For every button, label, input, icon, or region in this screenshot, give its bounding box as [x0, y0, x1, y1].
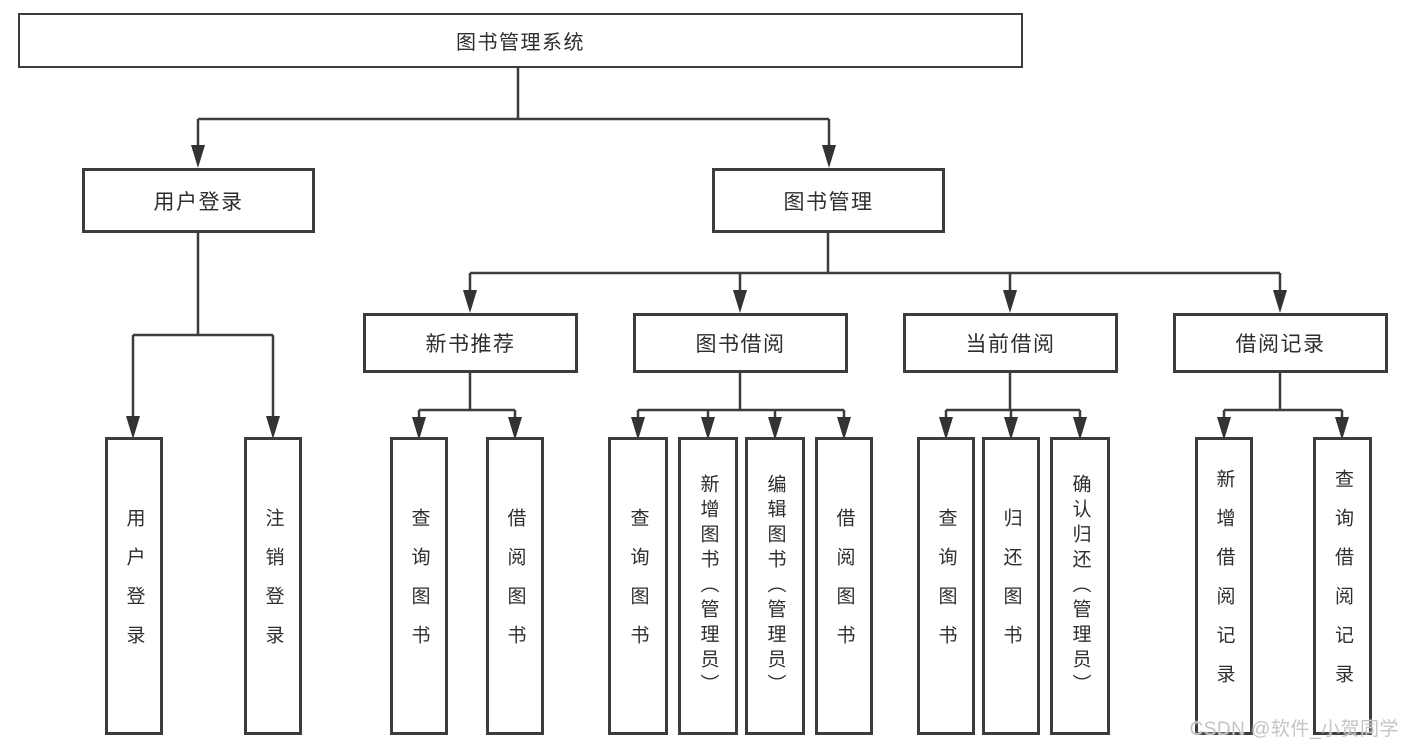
node-return-books: 归还图书 — [982, 437, 1040, 735]
node-borrow-books-recommend: 借阅图书 — [486, 437, 544, 735]
node-query-books-borrowing: 查询图书 — [608, 437, 668, 735]
node-query-books-current: 查询图书 — [917, 437, 975, 735]
node-user-login: 用户登录 — [82, 168, 315, 233]
node-label: 注销登录 — [262, 508, 284, 664]
csdn-watermark: CSDN @软件_小贺同学 — [1189, 719, 1399, 740]
arrowheads — [126, 145, 1349, 440]
node-label: 查询图书 — [627, 508, 649, 664]
node-book-management: 图书管理 — [712, 168, 945, 233]
node-label: 用户登录 — [123, 508, 145, 664]
node-current-borrowing: 当前借阅 — [903, 313, 1118, 373]
node-query-borrow-record: 查询借阅记录 — [1313, 437, 1372, 735]
node-label: 编辑图书（管理员） — [764, 473, 786, 699]
node-label: 借阅图书 — [833, 508, 855, 664]
node-edit-books-admin: 编辑图书（管理员） — [745, 437, 805, 735]
node-query-books-recommend: 查询图书 — [390, 437, 448, 735]
node-label: 确认归还（管理员） — [1069, 473, 1091, 699]
node-label: 查询图书 — [935, 508, 957, 664]
node-borrow-books-borrowing: 借阅图书 — [815, 437, 873, 735]
node-book-borrowing: 图书借阅 — [633, 313, 848, 373]
node-label: 查询借阅记录 — [1332, 469, 1353, 703]
node-label: 新增借阅记录 — [1213, 469, 1235, 703]
node-logout-leaf: 注销登录 — [244, 437, 302, 735]
node-label: 归还图书 — [1000, 508, 1022, 664]
node-borrowing-records: 借阅记录 — [1173, 313, 1388, 373]
node-add-borrow-record: 新增借阅记录 — [1195, 437, 1253, 735]
node-label: 新增图书（管理员） — [697, 473, 719, 699]
node-label: 借阅图书 — [504, 508, 526, 664]
node-label: 查询图书 — [408, 508, 430, 664]
node-confirm-return-admin: 确认归还（管理员） — [1050, 437, 1110, 735]
node-user-login-leaf: 用户登录 — [105, 437, 163, 735]
node-book-management-system: 图书管理系统 — [18, 13, 1023, 68]
node-new-book-recommend: 新书推荐 — [363, 313, 578, 373]
node-add-books-admin: 新增图书（管理员） — [678, 437, 738, 735]
